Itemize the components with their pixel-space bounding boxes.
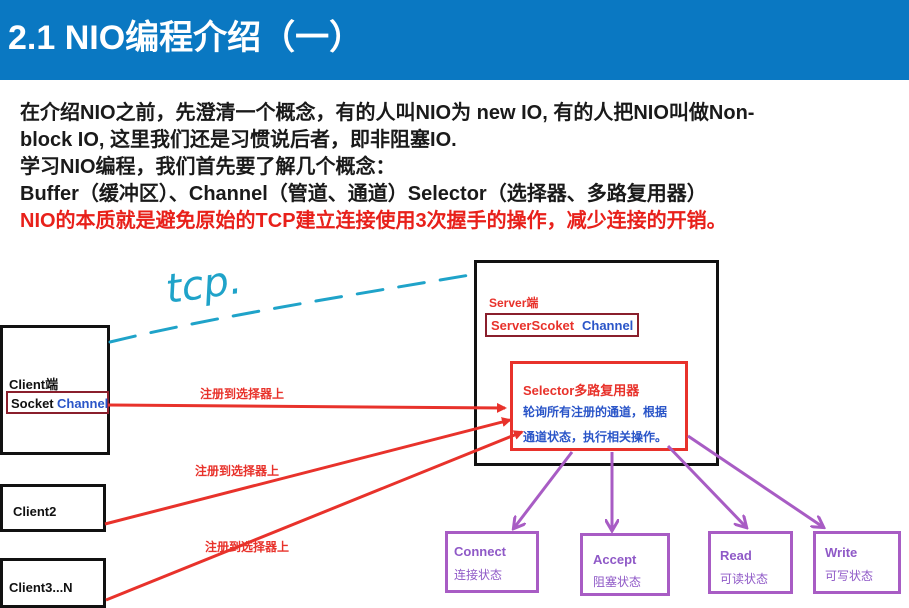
- server-label: Server端: [489, 296, 539, 310]
- server-channel-part1: ServerScoket: [491, 318, 575, 333]
- client3-label: Client3...N: [9, 580, 73, 595]
- tcp-dashed-connection: [108, 273, 472, 344]
- state-write-box: Write 可写状态: [813, 531, 901, 594]
- state-accept-name: Accept: [593, 552, 637, 567]
- selector-desc-2: 通道状态，执行相关操作。: [523, 430, 668, 444]
- arrow-selector-to-read: [666, 444, 746, 527]
- selector-title: Selector多路复用器: [523, 383, 640, 398]
- state-connect-desc: 连接状态: [454, 568, 503, 582]
- intro-line-2: block IO, 这里我们还是习惯说后者，即非阻塞IO.: [20, 129, 457, 151]
- arrow-selector-to-connect: [514, 451, 574, 528]
- state-write-desc: 可写状态: [825, 569, 874, 583]
- selector-box: Selector多路复用器 轮询所有注册的通道，根据 通道状态，执行相关操作。: [510, 361, 688, 451]
- state-write-name: Write: [825, 545, 858, 560]
- slide-title: 2.1 NIO编程介绍（一）: [8, 19, 364, 57]
- client1-label: Client端: [9, 377, 59, 392]
- client2-box: Client2: [0, 484, 106, 532]
- client3-box: Client3...N: [0, 558, 106, 608]
- selector-desc-1: 轮询所有注册的通道，根据: [523, 405, 668, 419]
- state-connect-box: Connect 连接状态: [445, 531, 539, 593]
- selector-desc: 轮询所有注册的通道，根据 通道状态，执行相关操作。: [523, 400, 667, 450]
- intro-line-1: 在介绍NIO之前，先澄清一个概念，有的人叫NIO为 new IO, 有的人把NI…: [20, 102, 755, 124]
- state-accept-box: Accept 阻塞状态: [580, 533, 670, 596]
- state-accept-desc: 阻塞状态: [593, 575, 642, 589]
- arrow-selector-to-write: [687, 434, 823, 527]
- intro-line-5-highlight: NIO的本质就是避免原始的TCP建立连接使用3次握手的操作，减少连接的开销。: [20, 210, 727, 232]
- client1-channel-part2: Channel: [57, 396, 109, 411]
- slide-header: 2.1 NIO编程介绍（一）: [0, 0, 909, 80]
- client1-channel-part1: Socket: [11, 396, 54, 411]
- state-read-box: Read 可读状态: [708, 531, 793, 594]
- server-channel-part2: Channel: [582, 318, 634, 333]
- state-read-name: Read: [720, 548, 752, 563]
- server-channel-box: ServerScoket Channel: [485, 313, 639, 337]
- handwritten-tcp-annotation: tcp.: [163, 257, 244, 313]
- client1-box: Client端 Socket Channel: [0, 325, 110, 455]
- client2-label: Client2: [13, 504, 57, 519]
- arrow-client3-to-selector: [105, 430, 524, 602]
- client1-channel-box: Socket Channel: [6, 391, 109, 414]
- edge-label-client1: 注册到选择器上: [200, 387, 285, 401]
- edge-label-client2: 注册到选择器上: [195, 464, 280, 478]
- state-connect-name: Connect: [454, 544, 506, 559]
- intro-text: 在介绍NIO之前，先澄清一个概念，有的人叫NIO为 new IO, 有的人把NI…: [20, 100, 890, 235]
- intro-line-4: Buffer（缓冲区）、Channel（管道、通道）Selector（选择器、多…: [20, 183, 707, 205]
- intro-line-3: 学习NIO编程，我们首先要了解几个概念：: [20, 156, 396, 178]
- state-read-desc: 可读状态: [720, 572, 769, 586]
- arrow-client2-to-selector: [104, 417, 512, 526]
- arrow-client1-to-selector: [107, 402, 507, 413]
